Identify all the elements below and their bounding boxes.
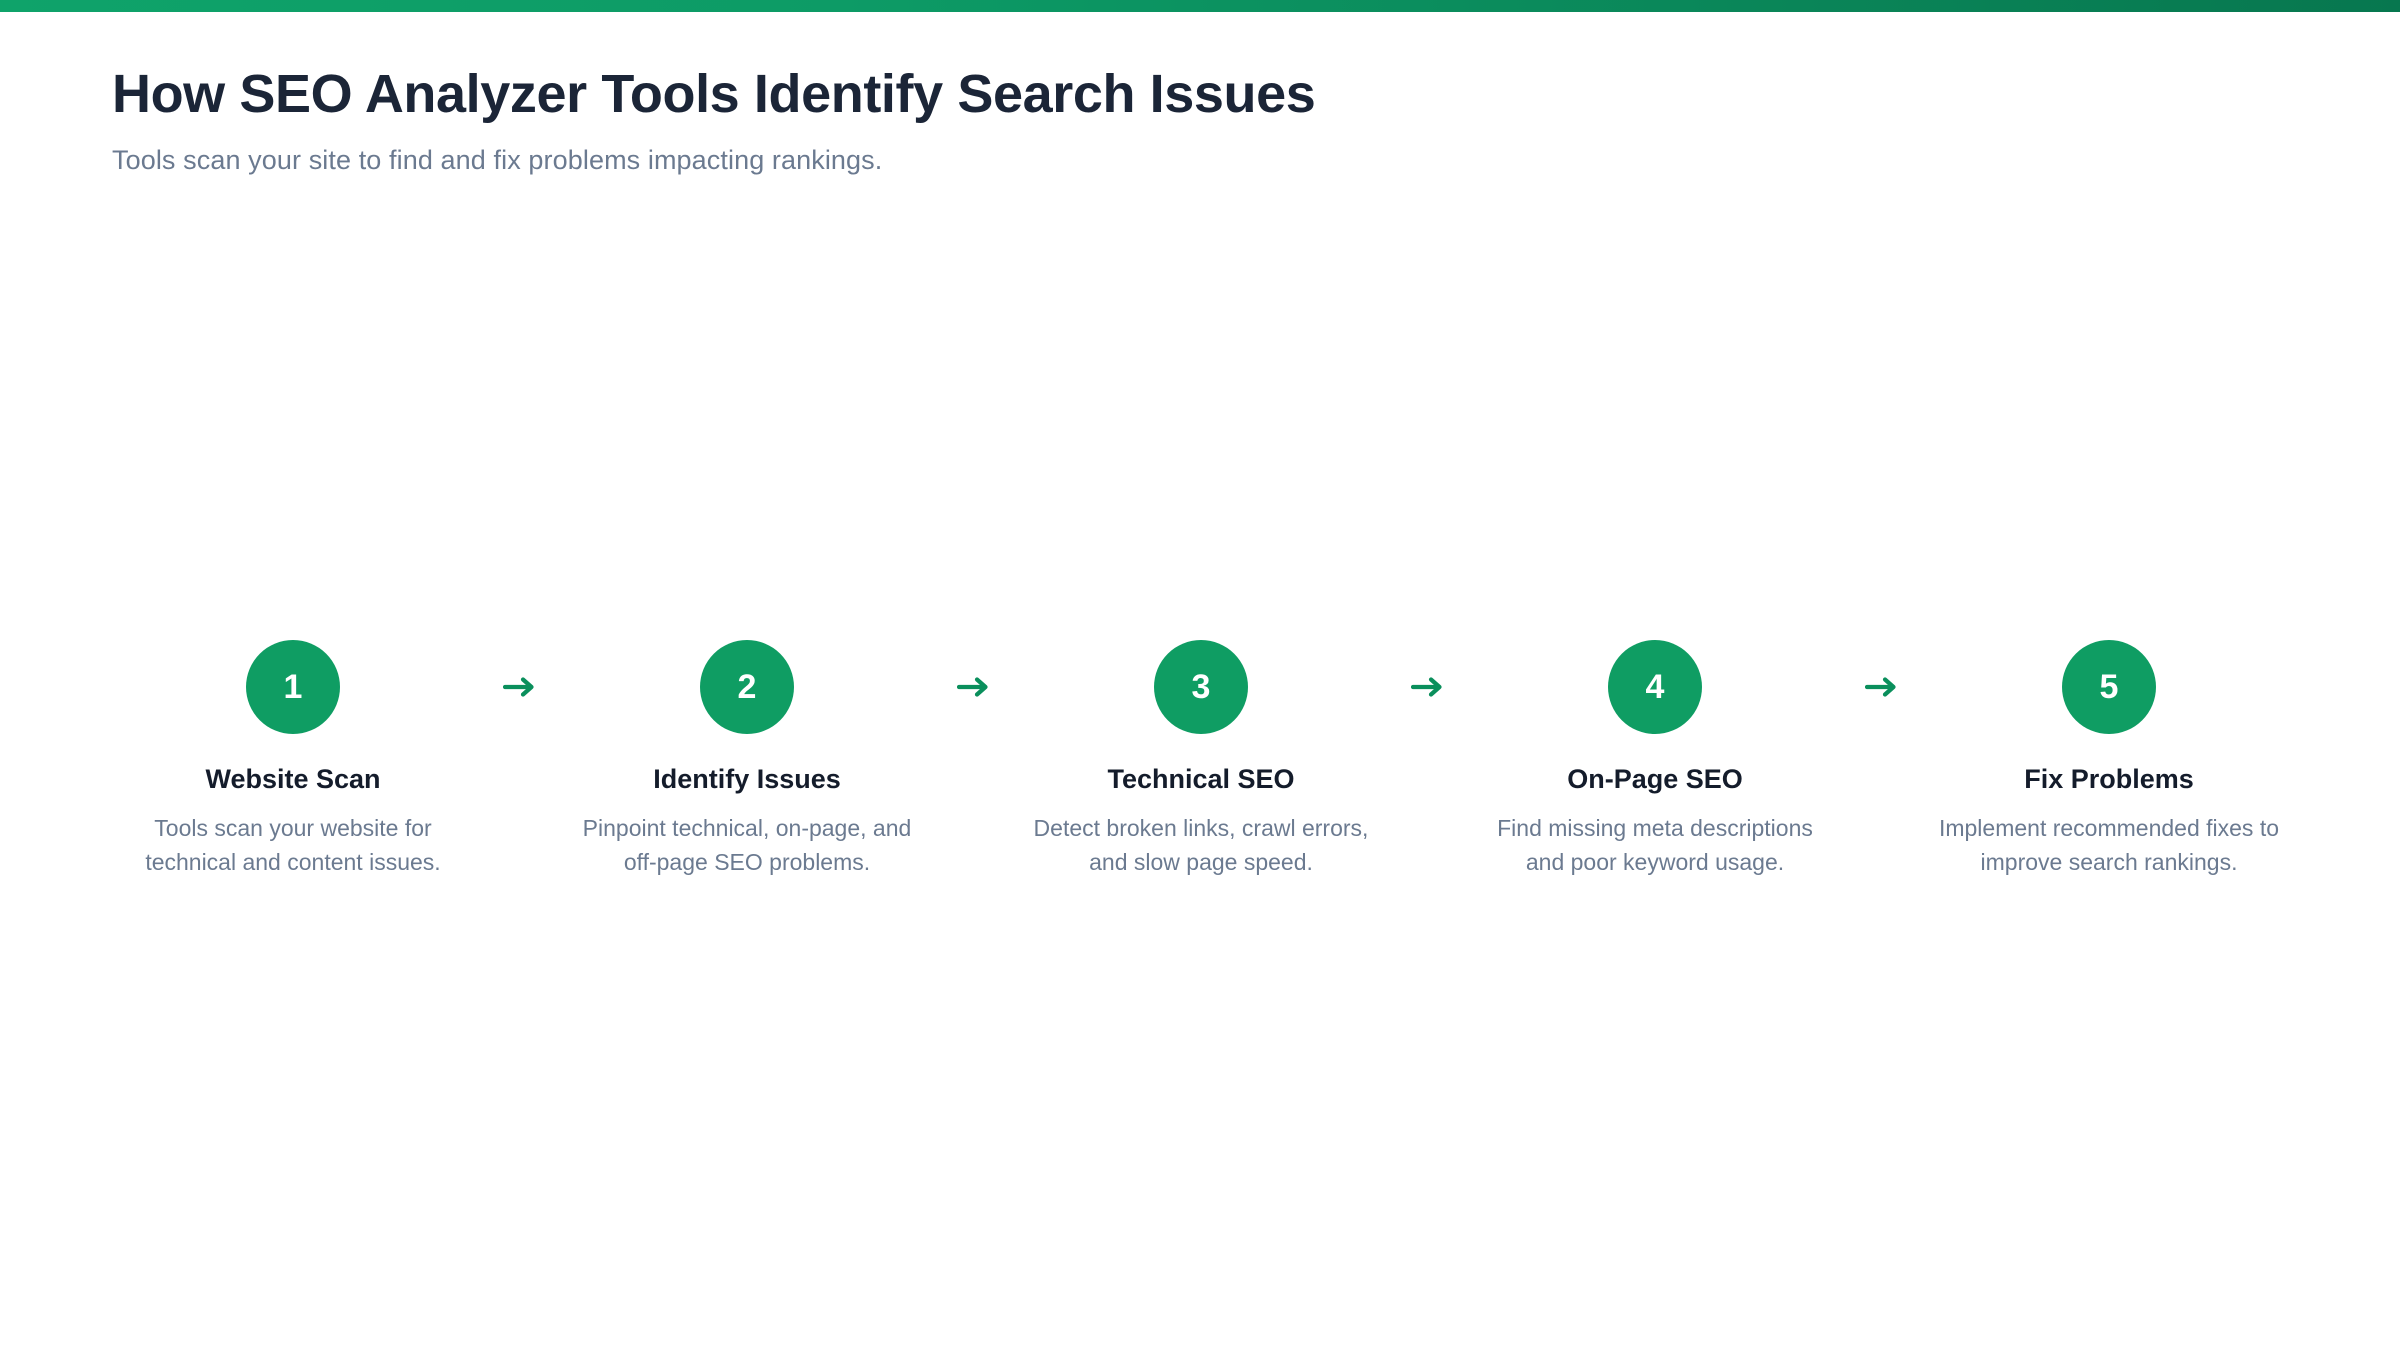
- step-description-1: Tools scan your website for technical an…: [145, 815, 441, 875]
- flow-connector-2: [928, 640, 1020, 734]
- step-badge-5: 5: [2062, 640, 2156, 734]
- flow-connector-3: [1382, 640, 1474, 734]
- top-accent-bar: [0, 0, 2400, 12]
- step-description-3: Detect broken links, crawl errors, and s…: [1033, 815, 1369, 875]
- flow-step-1[interactable]: 1 Website Scan Tools scan your website f…: [112, 640, 474, 879]
- step-title-1: Website Scan: [205, 764, 381, 794]
- step-title-3: Technical SEO: [1107, 764, 1295, 794]
- arrow-right-icon: [503, 674, 537, 700]
- page-subtitle: Tools scan your site to find and fix pro…: [112, 145, 883, 175]
- step-description-5: Implement recommended fixes to improve s…: [1938, 815, 2280, 875]
- step-number-1: 1: [283, 668, 303, 706]
- step-badge-1: 1: [246, 640, 340, 734]
- process-flow: 1 Website Scan Tools scan your website f…: [112, 640, 2288, 879]
- step-badge-4: 4: [1608, 640, 1702, 734]
- step-description-4: Find missing meta descriptions and poor …: [1497, 815, 1813, 875]
- step-number-2: 2: [737, 668, 757, 706]
- page-title: How SEO Analyzer Tools Identify Search I…: [112, 64, 1316, 124]
- arrow-right-icon: [1411, 674, 1445, 700]
- step-title-4: On-Page SEO: [1567, 764, 1743, 794]
- step-title-5: Fix Problems: [2024, 764, 2194, 794]
- step-badge-3: 3: [1154, 640, 1248, 734]
- flow-step-3[interactable]: 3 Technical SEO Detect broken links, cra…: [1020, 640, 1382, 879]
- step-number-3: 3: [1191, 668, 1211, 706]
- step-number-4: 4: [1645, 668, 1665, 706]
- flow-step-4[interactable]: 4 On-Page SEO Find missing meta descript…: [1474, 640, 1836, 879]
- page-header: How SEO Analyzer Tools Identify Search I…: [112, 62, 2212, 178]
- step-badge-2: 2: [700, 640, 794, 734]
- flow-step-2[interactable]: 2 Identify Issues Pinpoint technical, on…: [566, 640, 928, 879]
- flow-step-5[interactable]: 5 Fix Problems Implement recommended fix…: [1928, 640, 2290, 879]
- flow-connector-1: [474, 640, 566, 734]
- step-title-2: Identify Issues: [653, 764, 841, 794]
- arrow-right-icon: [957, 674, 991, 700]
- flow-connector-4: [1836, 640, 1928, 734]
- step-number-5: 5: [2099, 668, 2119, 706]
- step-description-2: Pinpoint technical, on-page, and off-pag…: [582, 815, 912, 875]
- arrow-right-icon: [1865, 674, 1899, 700]
